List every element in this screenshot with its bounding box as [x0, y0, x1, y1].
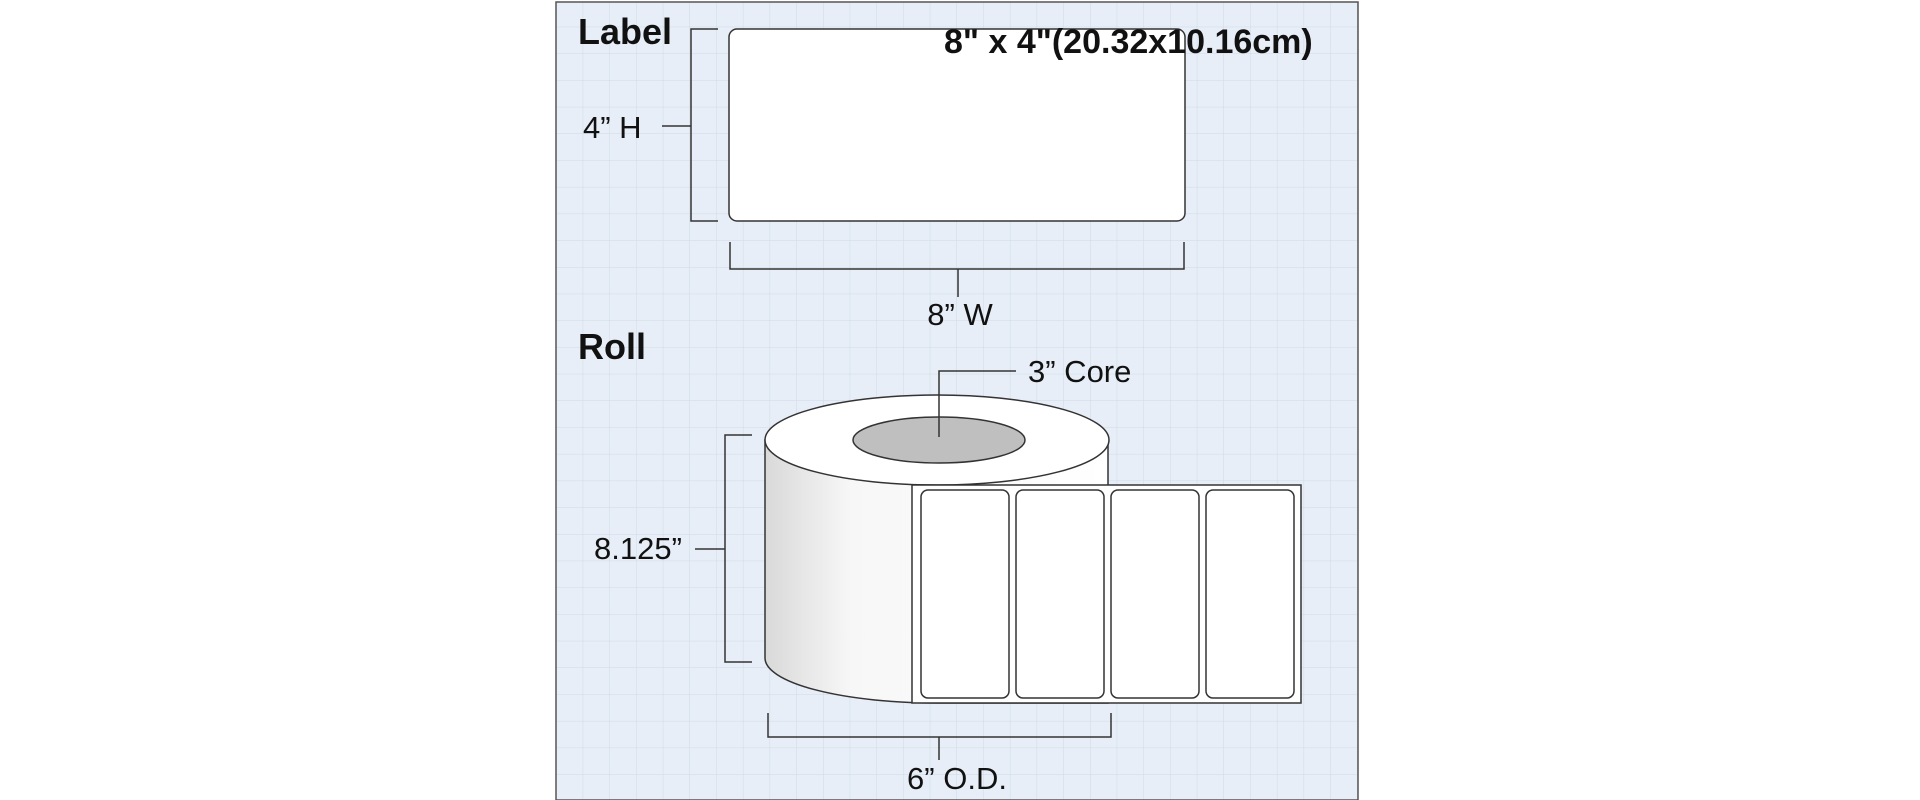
- height-bracket: [662, 28, 718, 222]
- label-size-text: 8" x 4"(20.32x10.16cm): [944, 23, 1313, 61]
- width-bracket: [729, 242, 1185, 297]
- label-height-text: 4” H: [583, 110, 642, 145]
- core-leader: [938, 370, 1016, 437]
- label-width-text: 8” W: [927, 297, 993, 332]
- roll-length-text: 8.125”: [594, 531, 682, 566]
- roll-section: Roll 3” Core 8.125” 6” O.D.: [578, 326, 1302, 796]
- label-section: Label 8" x 4"(20.32x10.16cm) 4” H 8” W: [578, 11, 1313, 332]
- core-text: 3” Core: [1028, 354, 1131, 389]
- strip-label-1: [920, 489, 1010, 699]
- strip-label-3: [1110, 489, 1200, 699]
- length-bracket: [695, 434, 752, 663]
- strip-label-4: [1205, 489, 1295, 699]
- od-bracket: [767, 713, 1112, 760]
- roll-heading: Roll: [578, 326, 646, 367]
- label-shape: [728, 28, 1186, 222]
- roll-od-text: 6” O.D.: [907, 761, 1007, 796]
- label-heading: Label: [578, 11, 672, 52]
- strip-label-2: [1015, 489, 1105, 699]
